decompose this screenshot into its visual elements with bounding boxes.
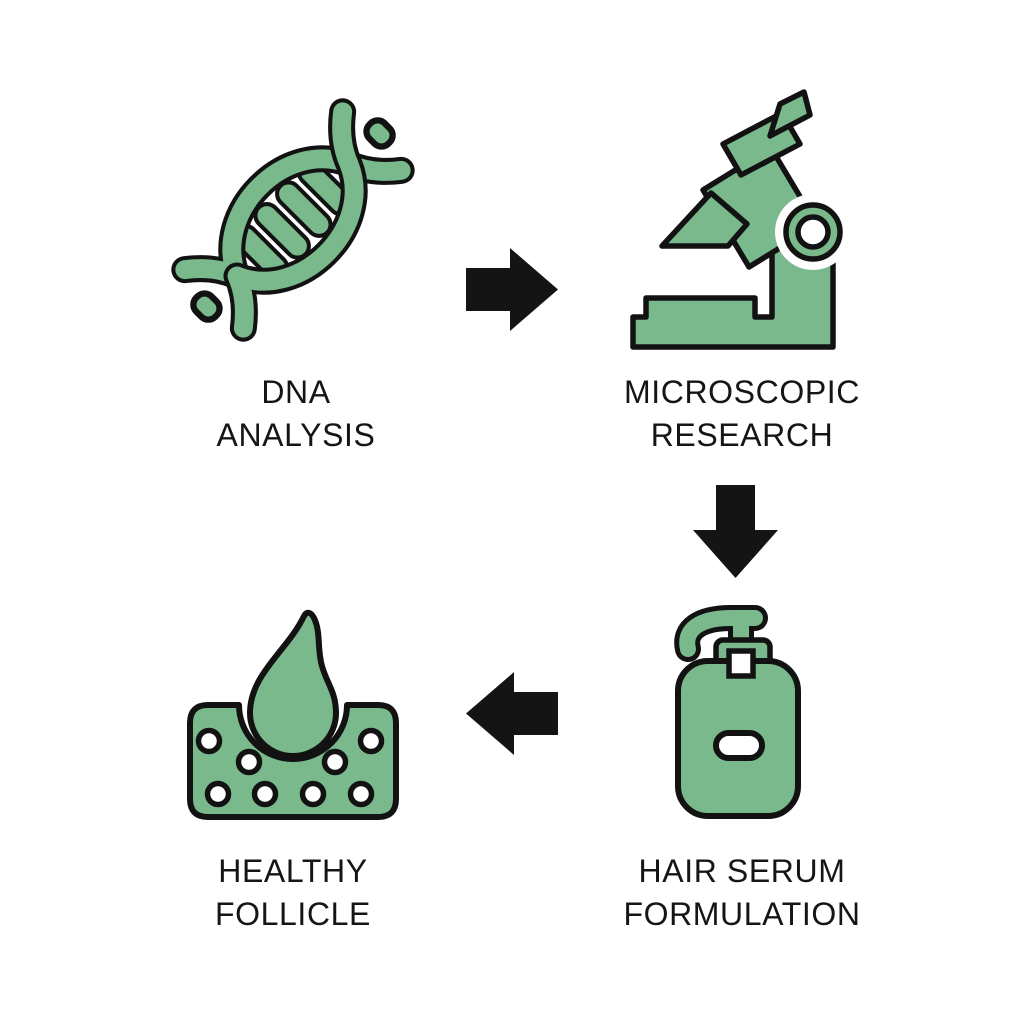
follicle-pore	[251, 780, 279, 808]
microscope-base	[630, 227, 836, 350]
label-line: FORMULATION	[623, 896, 861, 932]
hair-follicle-icon	[187, 609, 399, 820]
label-line: HEALTHY	[218, 853, 368, 889]
arrow-right-icon	[466, 248, 558, 331]
dna-end-blob-bottom	[190, 290, 223, 323]
knob-inner-ring	[795, 214, 831, 250]
dna-strand-a	[175, 149, 411, 286]
arrow-down-icon	[693, 485, 778, 578]
dna-helix-group	[171, 98, 415, 342]
follicle-pore	[204, 780, 232, 808]
label-line: DNA	[261, 374, 331, 410]
follicle-hair-drop	[247, 609, 339, 759]
dna-end-blob-top	[363, 117, 396, 150]
step-label-hair-serum-formulation: HAIR SERUM FORMULATION	[592, 850, 892, 936]
microscope-icon	[630, 89, 851, 350]
follicle-skin-block	[187, 702, 399, 820]
pump-window	[726, 648, 756, 679]
follicle-pore	[347, 780, 375, 808]
follicle-pore	[357, 727, 385, 755]
pump-bottle-icon	[674, 605, 801, 819]
microscope-eyepiece-tip	[767, 89, 813, 139]
arrow-left-icon	[466, 672, 558, 755]
follicle-pore	[235, 748, 263, 776]
label-line: RESEARCH	[650, 417, 834, 453]
dna-rungs	[235, 162, 351, 278]
step-label-microscopic-research: MICROSCOPIC RESEARCH	[592, 371, 892, 457]
dna-helix-icon	[171, 98, 415, 342]
microscope-arm	[659, 190, 750, 249]
arrow-left-shape	[466, 672, 558, 755]
step-label-healthy-follicle: HEALTHY FOLLICLE	[143, 850, 443, 936]
follicle-pore	[299, 780, 327, 808]
label-line: FOLLICLE	[215, 896, 371, 932]
bottle-label-pill	[713, 730, 765, 761]
arrow-right-shape	[466, 248, 558, 331]
follicle-pore	[195, 727, 223, 755]
dna-strand-b	[227, 102, 364, 338]
step-label-dna-analysis: DNA ANALYSIS	[146, 371, 446, 457]
label-line: ANALYSIS	[216, 417, 376, 453]
label-line: HAIR SERUM	[638, 853, 846, 889]
label-line: MICROSCOPIC	[624, 374, 860, 410]
arrow-down-shape	[693, 485, 778, 578]
follicle-pore	[321, 748, 349, 776]
